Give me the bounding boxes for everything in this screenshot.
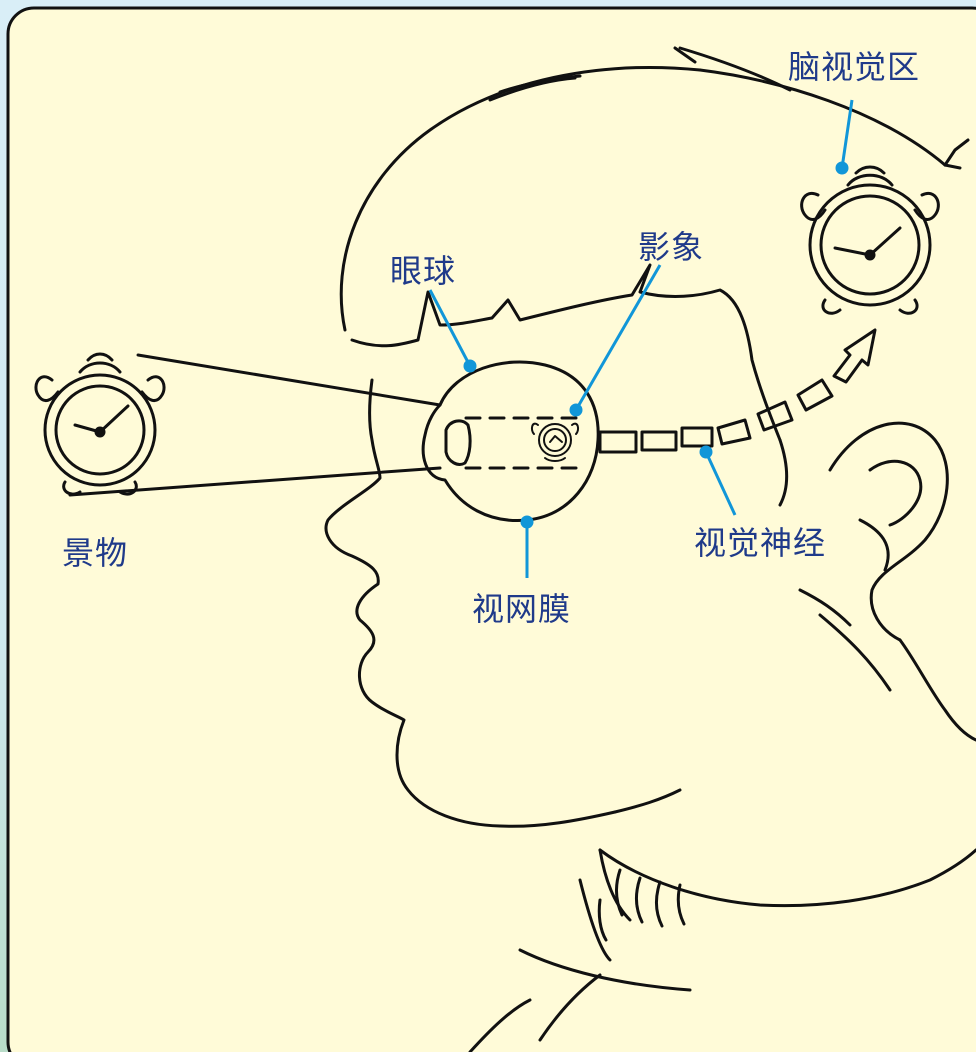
label-visual-cortex: 脑视觉区 bbox=[788, 42, 920, 88]
label-retina: 视网膜 bbox=[472, 584, 571, 630]
label-scene: 景物 bbox=[62, 528, 128, 574]
label-image: 影象 bbox=[638, 222, 704, 268]
pointer-retina-dot bbox=[522, 517, 532, 527]
pointer-cortex-dot bbox=[837, 163, 847, 173]
pointer-image-dot bbox=[571, 405, 581, 415]
label-eyeball: 眼球 bbox=[390, 246, 456, 292]
pointer-optic-nerve-dot bbox=[701, 447, 711, 457]
pointer-eyeball-dot bbox=[465, 361, 475, 371]
panel bbox=[8, 8, 976, 1052]
label-optic-nerve: 视觉神经 bbox=[694, 518, 826, 564]
